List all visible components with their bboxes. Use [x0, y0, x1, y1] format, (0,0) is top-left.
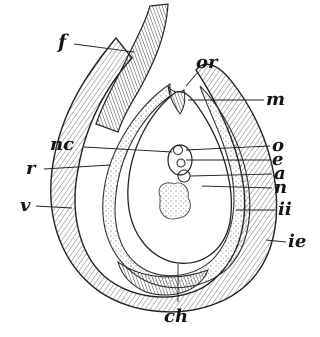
label-ii: ii — [278, 199, 292, 220]
label-nc: nc — [50, 134, 74, 155]
label-ie: ie — [288, 231, 306, 252]
label-n: n — [274, 177, 287, 198]
endosperm-mass — [159, 183, 190, 219]
label-f: f — [56, 31, 69, 53]
label-or: or — [196, 52, 219, 73]
label-r: r — [26, 158, 37, 179]
label-m: m — [266, 89, 285, 110]
leader-or — [186, 72, 198, 86]
label-v: v — [20, 195, 31, 216]
label-ch: ch — [164, 306, 188, 327]
leader-f — [74, 44, 134, 52]
